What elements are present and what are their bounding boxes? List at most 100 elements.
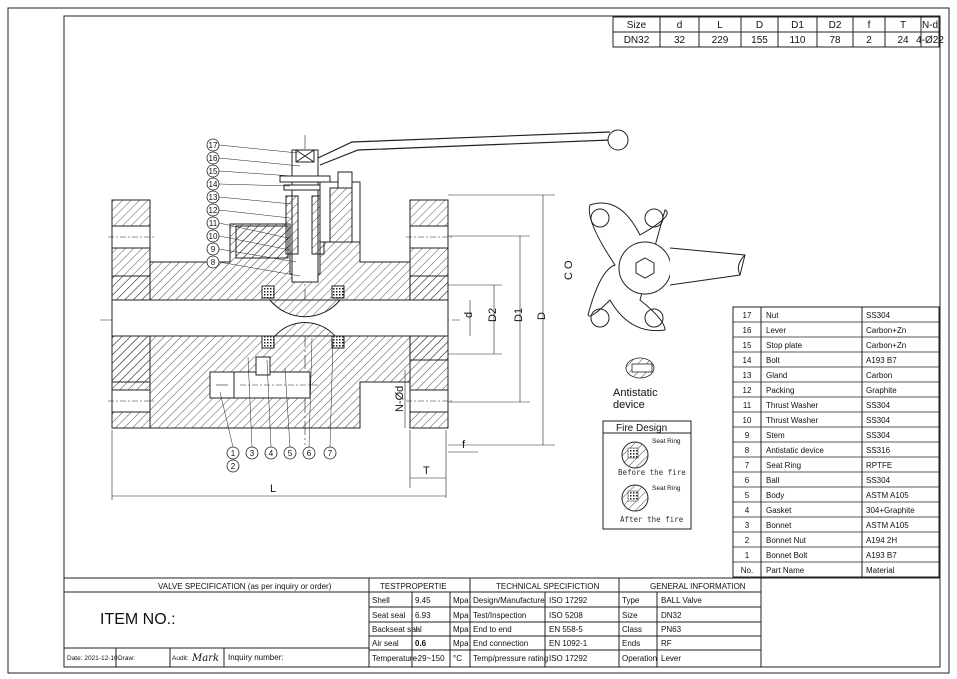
part-material: ASTM A105 bbox=[866, 491, 909, 500]
balloon-number: 6 bbox=[307, 449, 312, 458]
balloon-number: 7 bbox=[328, 449, 333, 458]
test-value: 6.93 bbox=[415, 611, 431, 620]
seat-ring-label-2: Seat Ring bbox=[652, 485, 681, 492]
audit-signature: Mark bbox=[191, 653, 219, 664]
size-table-value: 78 bbox=[829, 35, 841, 46]
part-name: Stop plate bbox=[766, 341, 803, 350]
technical-name: Temp/pressure rating bbox=[473, 654, 548, 663]
balloon-number: 8 bbox=[211, 258, 216, 267]
size-table-value: 110 bbox=[790, 35, 806, 46]
part-no: 7 bbox=[745, 461, 750, 470]
technical-value: ISO 17292 bbox=[549, 596, 588, 605]
dim-d2: D2 bbox=[487, 308, 499, 322]
part-no: 1 bbox=[745, 551, 750, 560]
test-unit: Mpa bbox=[453, 596, 469, 605]
balloon-number: 5 bbox=[288, 449, 293, 458]
inner-border bbox=[63, 15, 941, 668]
general-name: Ends bbox=[622, 639, 640, 648]
date: Date: 2021-12-10 bbox=[67, 655, 118, 662]
dimensions bbox=[111, 194, 555, 500]
size-table-value: 229 bbox=[712, 35, 729, 46]
size-table: SizeDN32d32L229D155D1110D278f2T24N-d4-Ø2… bbox=[612, 16, 944, 48]
technical-name: End to end bbox=[473, 625, 512, 634]
part-name: Body bbox=[766, 491, 784, 500]
part-name: Ball bbox=[766, 476, 780, 485]
part-material: SS316 bbox=[866, 446, 891, 455]
technical-value: ISO 17292 bbox=[549, 654, 588, 663]
test-name: Air seal bbox=[372, 639, 399, 648]
part-no: 17 bbox=[743, 311, 752, 320]
test-value: -29~150 bbox=[415, 654, 445, 663]
part-name: Lever bbox=[766, 326, 786, 335]
size-table-value: DN32 bbox=[624, 35, 650, 46]
test-value: 9.45 bbox=[415, 596, 431, 605]
test-unit: Mpa bbox=[453, 639, 469, 648]
antistatic-label-2: device bbox=[613, 399, 645, 411]
part-material: RPTFE bbox=[866, 461, 892, 470]
antistatic-detail bbox=[625, 357, 655, 379]
size-table-value: 155 bbox=[751, 35, 768, 46]
technical-value: EN 1092-1 bbox=[549, 639, 588, 648]
general-name: Class bbox=[622, 625, 642, 634]
size-table-header: D2 bbox=[829, 20, 842, 31]
technical-value: ISO 5208 bbox=[549, 611, 583, 620]
size-table-header: L bbox=[717, 20, 723, 31]
part-no: 6 bbox=[745, 476, 750, 485]
part-material: ASTM A105 bbox=[866, 521, 909, 530]
spec-block-lines bbox=[64, 577, 940, 667]
balloon-number: 4 bbox=[269, 449, 274, 458]
test-unit: °C bbox=[453, 654, 462, 663]
top-view bbox=[587, 202, 746, 332]
part-material: SS304 bbox=[866, 416, 891, 425]
dim-f: f bbox=[462, 439, 466, 451]
part-no: 5 bbox=[745, 491, 750, 500]
technical-value: EN 558-5 bbox=[549, 625, 583, 634]
part-no: 9 bbox=[745, 431, 750, 440]
balloon-number: 10 bbox=[209, 232, 218, 241]
balloon-number: 2 bbox=[231, 462, 236, 471]
balloon-number: 14 bbox=[209, 180, 218, 189]
part-material: SS304 bbox=[866, 431, 891, 440]
size-table-header: T bbox=[900, 20, 906, 31]
dim-nd: N-Ød bbox=[394, 386, 406, 412]
part-no: 2 bbox=[745, 536, 750, 545]
part-name: Bolt bbox=[766, 356, 781, 365]
size-table-value: 32 bbox=[674, 35, 686, 46]
balloon-number: 13 bbox=[209, 193, 218, 202]
inquiry-number: Inquiry number: bbox=[228, 653, 284, 662]
part-name: Bonnet Bolt bbox=[766, 551, 808, 560]
test-name: Shell bbox=[372, 596, 390, 605]
part-material: SS304 bbox=[866, 311, 891, 320]
dim-D: D bbox=[536, 312, 548, 320]
part-name: Thrust Washer bbox=[766, 401, 818, 410]
size-table-header: D bbox=[756, 20, 763, 31]
test-unit: Mpa bbox=[453, 611, 469, 620]
part-material: A193 B7 bbox=[866, 551, 897, 560]
part-no: 16 bbox=[743, 326, 752, 335]
general-value: DN32 bbox=[661, 611, 682, 620]
outer-border bbox=[7, 7, 950, 674]
general-title: GENERAL INFORMATION bbox=[650, 582, 746, 591]
part-name: Stem bbox=[766, 431, 785, 440]
test-name: Seat seal bbox=[372, 611, 406, 620]
part-no: 15 bbox=[743, 341, 752, 350]
antistatic-label-1: Antistatic bbox=[613, 387, 658, 399]
parts-header-material: Material bbox=[866, 566, 895, 575]
valve-section-view bbox=[100, 129, 629, 445]
dim-d: d bbox=[463, 312, 475, 318]
general-value: PN63 bbox=[661, 625, 682, 634]
before-fire-label: Before the fire bbox=[618, 468, 686, 477]
balloon-number: 1 bbox=[231, 449, 236, 458]
balloon-number: 12 bbox=[209, 206, 218, 215]
part-name: Antistatic device bbox=[766, 446, 824, 455]
fire-design-title: Fire Design bbox=[616, 423, 667, 434]
general-value: Lever bbox=[661, 654, 681, 663]
part-material: Carbon bbox=[866, 371, 892, 380]
size-table-header: f bbox=[868, 20, 871, 31]
part-material: Carbon+Zn bbox=[866, 326, 906, 335]
part-no: 12 bbox=[743, 386, 752, 395]
size-table-value: 4-Ø22 bbox=[916, 35, 944, 46]
technical-name: Design/Manufacture bbox=[473, 596, 545, 605]
part-no: 3 bbox=[745, 521, 750, 530]
